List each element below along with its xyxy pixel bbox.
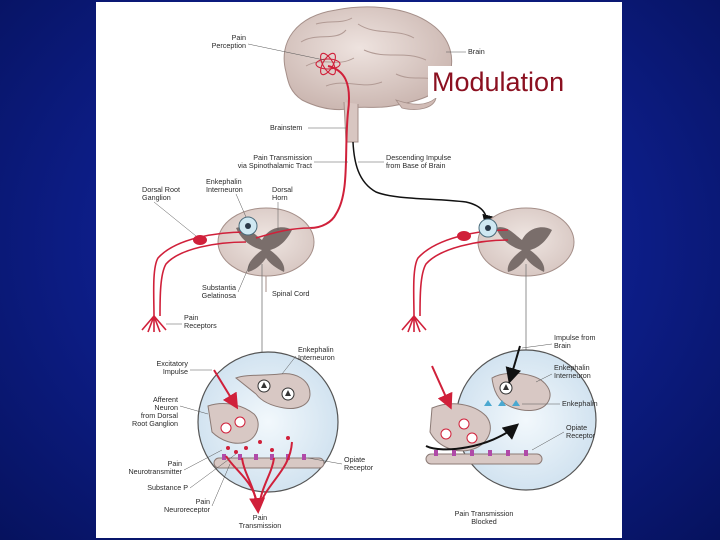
slide-title: Modulation xyxy=(428,66,569,98)
right-spinal-cord xyxy=(477,207,575,277)
pain-transmission-arrows xyxy=(213,369,293,514)
left-enkephalin-interneuron xyxy=(238,216,258,236)
descending-impulse-path xyxy=(352,141,494,227)
label-spinal-cord: Spinal Cord xyxy=(272,289,310,298)
label-brain: Brain xyxy=(468,47,485,56)
left-sensory-neuron xyxy=(141,227,311,333)
spinothalamic-pathway xyxy=(309,65,350,229)
right-dorsal-root-ganglion xyxy=(457,231,471,241)
right-enkephalin-interneuron xyxy=(478,218,498,238)
right-synapse-magnified xyxy=(425,349,597,491)
substance-p-dots xyxy=(226,436,290,454)
label-brainstem: Brainstem xyxy=(270,123,302,132)
impulse-from-brain-arrow xyxy=(505,345,522,384)
right-red-arrow xyxy=(431,365,453,410)
dorsal-root-ganglion xyxy=(193,235,207,245)
label-enkephalin: Enkephalin xyxy=(562,399,598,408)
blocked-transmission-arrow xyxy=(425,423,520,451)
brain-illustration xyxy=(283,6,453,143)
label-substance-p: Substance P xyxy=(147,483,188,492)
left-spinal-cord xyxy=(217,207,315,292)
left-synapse-magnified xyxy=(197,351,339,493)
